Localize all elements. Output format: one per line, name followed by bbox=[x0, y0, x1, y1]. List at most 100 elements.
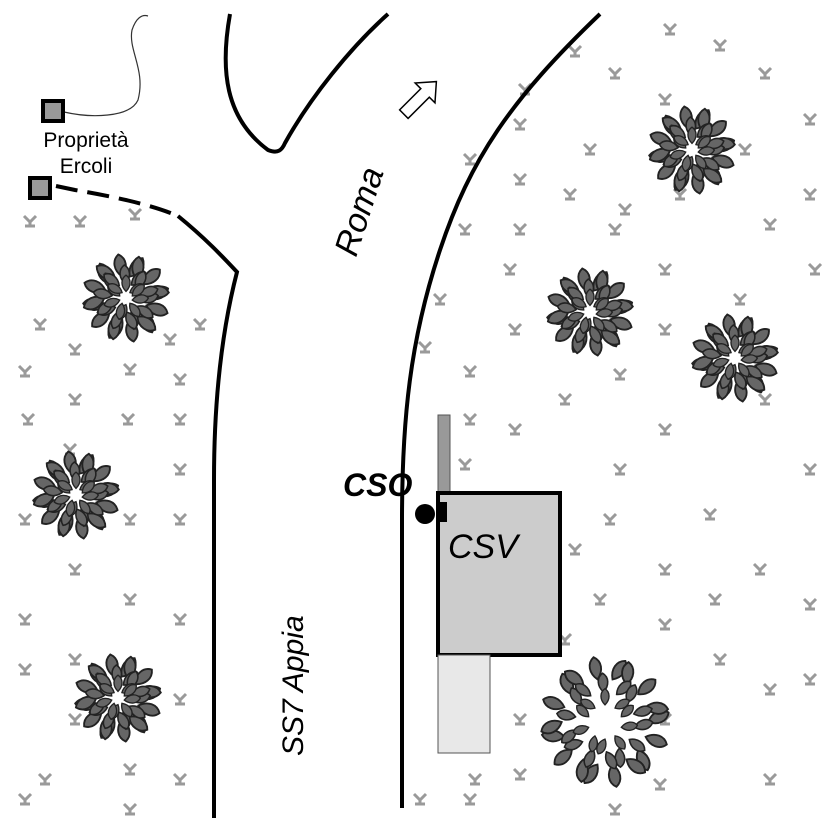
grass-tuft-icon bbox=[602, 512, 618, 526]
grass-tuft-icon bbox=[17, 364, 33, 378]
grass-tuft-icon bbox=[127, 207, 143, 221]
grass-tuft-icon bbox=[662, 22, 678, 36]
cso-connector bbox=[437, 502, 447, 522]
grass-tuft-icon bbox=[557, 392, 573, 406]
dashed-track bbox=[55, 184, 179, 218]
grass-tuft-icon bbox=[802, 112, 818, 126]
grass-tuft-icon bbox=[462, 364, 478, 378]
grass-tuft-icon bbox=[172, 462, 188, 476]
property-marker-icon bbox=[28, 176, 52, 200]
grass-tuft-icon bbox=[612, 367, 628, 381]
grass-tuft-icon bbox=[712, 652, 728, 666]
grass-tuft-icon bbox=[592, 592, 608, 606]
footpath bbox=[63, 14, 149, 117]
property-label: Proprietà bbox=[43, 129, 129, 152]
grass-tuft-icon bbox=[657, 422, 673, 436]
grass-tuft-icon bbox=[417, 340, 433, 354]
grass-tuft-icon bbox=[412, 792, 428, 806]
grass-tuft-icon bbox=[122, 362, 138, 376]
grass-tuft-icon bbox=[507, 422, 523, 436]
grass-tuft-icon bbox=[607, 66, 623, 80]
grass-tuft-icon bbox=[607, 222, 623, 236]
grass-tuft-icon bbox=[612, 462, 628, 476]
grass-tuft-icon bbox=[467, 772, 483, 786]
grass-tuft-icon bbox=[22, 214, 38, 228]
grass-tuft-icon bbox=[122, 762, 138, 776]
grass-tuft-icon bbox=[657, 262, 673, 276]
grass-tuft-icon bbox=[122, 592, 138, 606]
csv-building bbox=[436, 491, 562, 657]
tree-icon bbox=[72, 652, 164, 744]
grass-tuft-icon bbox=[67, 712, 83, 726]
grass-tuft-icon bbox=[462, 152, 478, 166]
grass-tuft-icon bbox=[707, 592, 723, 606]
grass-tuft-icon bbox=[17, 512, 33, 526]
grass-tuft-icon bbox=[32, 317, 48, 331]
grass-tuft-icon bbox=[17, 662, 33, 676]
grass-tuft-icon bbox=[67, 342, 83, 356]
grass-tuft-icon bbox=[172, 372, 188, 386]
grass-tuft-icon bbox=[757, 392, 773, 406]
csv-label: CSV bbox=[448, 528, 521, 566]
grass-tuft-icon bbox=[72, 214, 88, 228]
grass-tuft-icon bbox=[657, 562, 673, 576]
grass-tuft-icon bbox=[732, 292, 748, 306]
grass-tuft-icon bbox=[657, 617, 673, 631]
grass-tuft-icon bbox=[567, 44, 583, 58]
grass-tuft-icon bbox=[512, 222, 528, 236]
tree-icon bbox=[646, 104, 738, 196]
grass-tuft-icon bbox=[712, 38, 728, 52]
grass-tuft-icon bbox=[562, 187, 578, 201]
grass-tuft-icon bbox=[122, 802, 138, 816]
grass-tuft-icon bbox=[432, 292, 448, 306]
grass-tuft-icon bbox=[172, 612, 188, 626]
grass-tuft-icon bbox=[737, 142, 753, 156]
grass-tuft-icon bbox=[67, 562, 83, 576]
grass-tuft-icon bbox=[37, 772, 53, 786]
grass-tuft-icon bbox=[512, 172, 528, 186]
grass-tuft-icon bbox=[762, 772, 778, 786]
grass-tuft-icon bbox=[17, 612, 33, 626]
grass-tuft-icon bbox=[657, 322, 673, 336]
grass-tuft-icon bbox=[512, 767, 528, 781]
property-label: Ercoli bbox=[60, 155, 113, 178]
grass-tuft-icon bbox=[512, 712, 528, 726]
grass-tuft-icon bbox=[67, 652, 83, 666]
tree-icon bbox=[30, 449, 122, 541]
grass-tuft-icon bbox=[762, 217, 778, 231]
direction-arrow-icon bbox=[398, 80, 438, 120]
grass-tuft-icon bbox=[172, 692, 188, 706]
road-left-edge bbox=[176, 214, 240, 818]
road-label-ss7: SS7 Appia bbox=[277, 615, 310, 756]
road-right-edge bbox=[400, 12, 602, 808]
grass-tuft-icon bbox=[807, 262, 823, 276]
grass-tuft-icon bbox=[507, 322, 523, 336]
grass-tuft-icon bbox=[17, 792, 33, 806]
grass-tuft-icon bbox=[802, 187, 818, 201]
grass-tuft-icon bbox=[502, 262, 518, 276]
grass-tuft-icon bbox=[20, 412, 36, 426]
grass-tuft-icon bbox=[752, 562, 768, 576]
grass-tuft-icon bbox=[607, 802, 623, 816]
tree-icon bbox=[538, 655, 672, 789]
grass-tuft-icon bbox=[657, 92, 673, 106]
pole-strip bbox=[437, 414, 451, 494]
grass-tuft-icon bbox=[172, 512, 188, 526]
grass-tuft-icon bbox=[762, 682, 778, 696]
grass-tuft-icon bbox=[567, 542, 583, 556]
property-marker-icon bbox=[41, 99, 65, 123]
grass-tuft-icon bbox=[617, 202, 633, 216]
grass-tuft-icon bbox=[67, 392, 83, 406]
grass-tuft-icon bbox=[457, 457, 473, 471]
grass-tuft-icon bbox=[802, 462, 818, 476]
grass-tuft-icon bbox=[162, 332, 178, 346]
grass-tuft-icon bbox=[802, 597, 818, 611]
grass-tuft-icon bbox=[172, 412, 188, 426]
road-curve-top bbox=[223, 12, 390, 154]
grass-tuft-icon bbox=[462, 412, 478, 426]
road-label-roma: Roma bbox=[327, 162, 391, 260]
annex-building bbox=[437, 654, 491, 754]
grass-tuft-icon bbox=[757, 66, 773, 80]
grass-tuft-icon bbox=[582, 142, 598, 156]
